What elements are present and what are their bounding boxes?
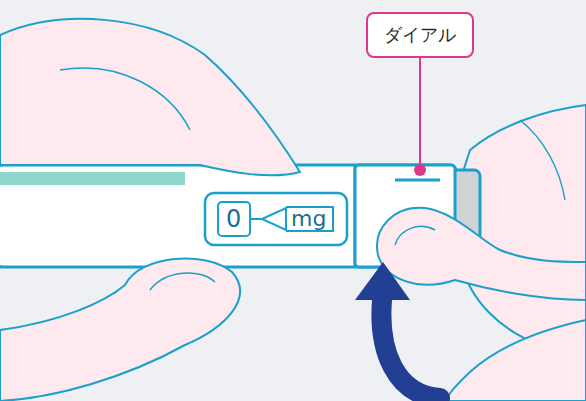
right-finger [445,320,586,401]
dial-ridge [395,179,440,182]
hand-crease [520,120,565,200]
leader-line [419,58,421,164]
dose-unit-frame [286,207,333,231]
thumb-nail [150,273,215,290]
rotation-arrow [381,300,440,398]
dose-number-box [218,202,250,236]
hand-crease [60,68,190,130]
dose-window [205,193,347,245]
left-thumb [0,258,240,401]
dose-pointer [262,208,286,230]
pen-stripe [0,172,185,185]
left-hand [0,19,300,175]
right-thumb [377,208,586,300]
callout-box: ダイアル [366,12,474,58]
rotation-arrowhead [355,262,410,300]
leader-dot [414,164,426,176]
callout-label: ダイアル [384,23,456,47]
thumb-nail [395,226,435,245]
dose-unit: mg [291,208,326,230]
dose-number: 0 [226,207,241,231]
